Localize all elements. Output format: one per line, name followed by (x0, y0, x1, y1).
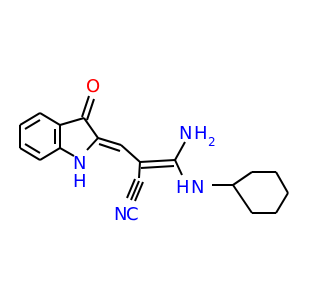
bond (174, 159, 183, 176)
bond (138, 161, 141, 179)
molecule-structure: O N H N C N H 2 H N (19, 76, 289, 225)
bond (98, 143, 121, 152)
indole-nitrogen-label: N (73, 153, 86, 174)
benzene-ring (19, 112, 61, 161)
bond (134, 181, 144, 202)
bond (130, 180, 140, 201)
bond (39, 147, 61, 161)
cyclohexylamine-hydrogen-label: H (176, 177, 190, 198)
cyclohexane-ring (232, 171, 289, 214)
bond (81, 95, 90, 118)
amine-subscript-label: 2 (208, 135, 216, 149)
double-bond-inner (24, 119, 41, 130)
bond (97, 137, 122, 146)
nitrile-carbon-label: C (126, 204, 139, 225)
amine-nitrogen-label: N (179, 123, 192, 144)
bond (174, 141, 186, 161)
bond (86, 98, 95, 121)
bond (232, 171, 253, 186)
bond (139, 159, 176, 163)
exocyclic-double-bond (97, 137, 122, 152)
bond (39, 112, 61, 126)
cyclohexylamine-nitrogen-label: N (191, 177, 204, 198)
nitrile-bond (126, 161, 144, 202)
bond (275, 171, 289, 194)
bond (59, 117, 85, 126)
bond (232, 184, 253, 214)
bond (86, 137, 99, 151)
double-bond-inner (24, 143, 41, 154)
bond (140, 165, 175, 169)
bond (19, 112, 41, 126)
indole-nitrogen-hydrogen-label: H (73, 171, 87, 192)
enamine-double-bond (139, 159, 176, 169)
bond (275, 192, 289, 214)
carbonyl-bond (81, 95, 95, 121)
amine-hydrogen-label: H (194, 123, 208, 144)
bond (120, 144, 141, 163)
bond (59, 147, 75, 157)
bond (126, 178, 136, 199)
bond (19, 147, 41, 161)
nitrile-nitrogen-label: N (114, 204, 127, 225)
oxygen-atom-label: O (86, 76, 100, 97)
pyrrolone-ring (59, 117, 99, 157)
bond (83, 117, 99, 139)
